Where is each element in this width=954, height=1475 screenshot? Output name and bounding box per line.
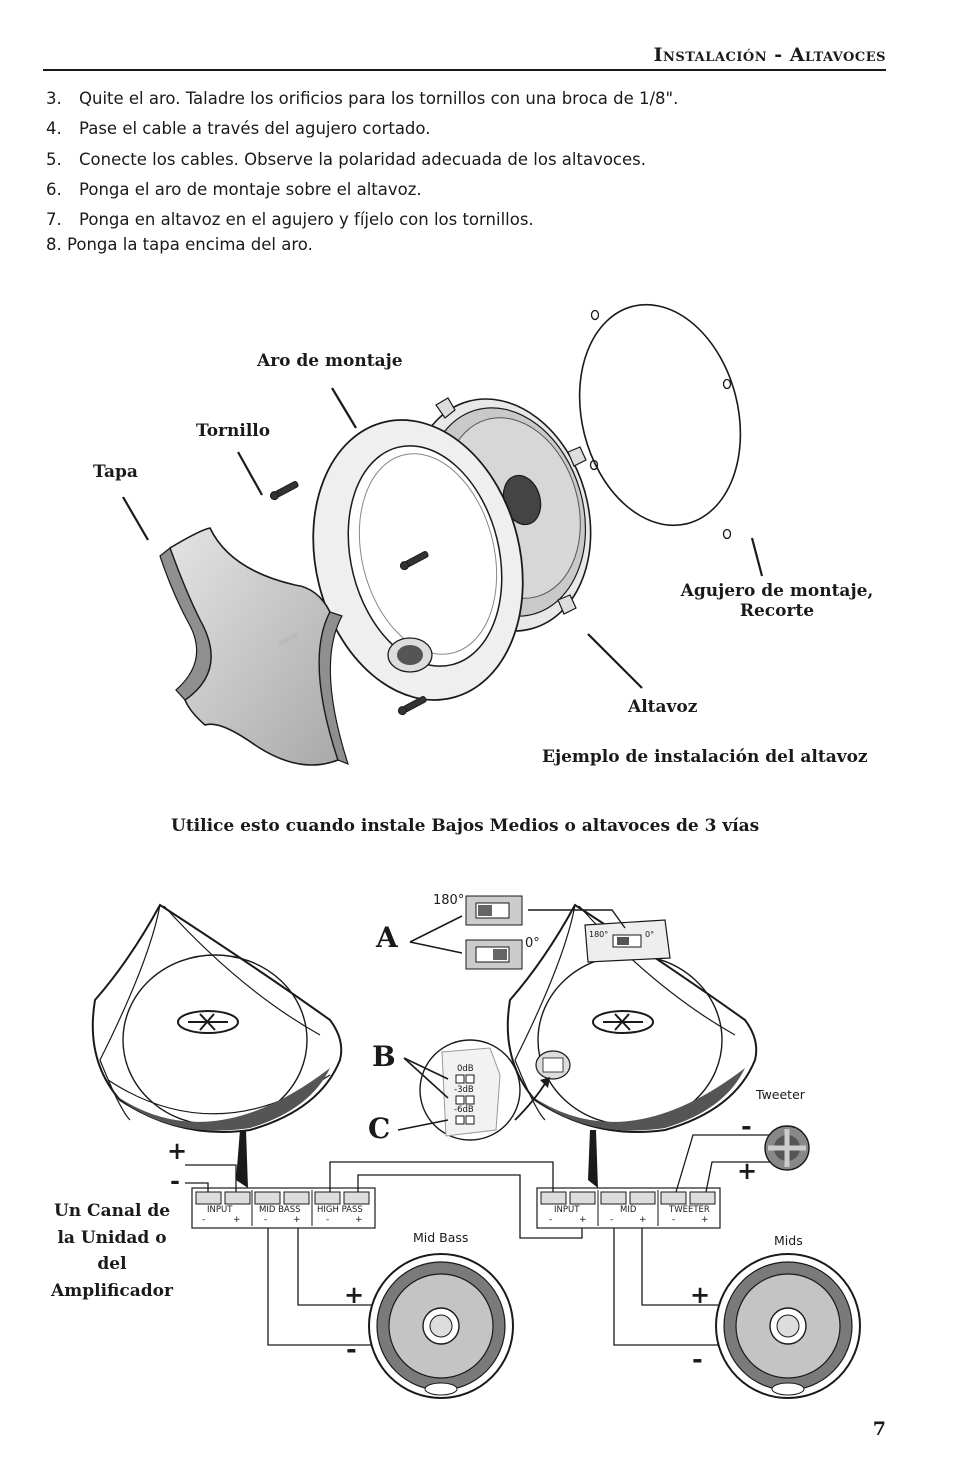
minus-sign: - (170, 1166, 180, 1195)
label-speaker: Altavoz (628, 697, 698, 717)
label-screw: Tornillo (196, 421, 271, 441)
screws (269, 480, 429, 716)
mounting-cutout (578, 303, 742, 540)
arrow-left (236, 1130, 248, 1188)
terminal-group-label: MID (620, 1205, 637, 1215)
plus-sign: + (344, 1280, 365, 1309)
crossover-left (91, 903, 343, 1133)
crossover-right (506, 903, 758, 1133)
terminal-minus: - (202, 1215, 206, 1225)
speaker-cover (159, 527, 349, 766)
leader-lines (122, 387, 764, 689)
step-item: 7.Ponga en altavoz en el agujero y fíjel… (46, 210, 534, 230)
terminal-group-label: MID BASS (259, 1205, 301, 1215)
plus-sign: + (690, 1280, 711, 1309)
terminal-group-label: TWEETER (669, 1205, 710, 1215)
page-number: 7 (872, 1418, 886, 1440)
terminal-plus: + (639, 1215, 647, 1225)
terminal-minus: - (610, 1215, 614, 1225)
terminal-plus: + (579, 1215, 587, 1225)
tweeter (764, 1125, 810, 1171)
terminal-minus: - (672, 1215, 676, 1225)
figure1-caption: Ejemplo de instalación del altavoz (542, 747, 868, 767)
terminal-plus: + (233, 1215, 241, 1225)
terminal-minus: - (264, 1215, 268, 1225)
minus-sign: - (741, 1112, 752, 1142)
tweeter-label: Tweeter (756, 1087, 805, 1102)
steps-list: 3.Quite el aro. Taladre los orificios pa… (46, 84, 678, 235)
step-item: 4.Pase el cable a través del agujero cor… (46, 119, 431, 139)
midbass-label: Mid Bass (413, 1230, 469, 1245)
mini-180-label: 180° (589, 930, 609, 939)
mids-label: Mids (774, 1233, 803, 1248)
terminal-group-label: INPUT (554, 1205, 580, 1215)
header-rule (43, 69, 886, 71)
minus-sign: - (346, 1335, 357, 1365)
step-item: 6.Ponga el aro de montaje sobre el altav… (46, 179, 422, 199)
page-header-title: Instalación - Altavoces (653, 44, 886, 66)
step-item-8: 8. Ponga la tapa encima del aro. (46, 235, 313, 254)
mid-bass-woofer (368, 1253, 514, 1399)
mids-speaker (715, 1253, 861, 1399)
atten-6db: -6dB (454, 1105, 474, 1115)
atten-3db: -3dB (454, 1085, 474, 1095)
phase-switch-callout (409, 895, 626, 970)
arrow-right (588, 1130, 598, 1188)
source-label: Un Canal de la Unidad o del Amplificador (51, 1201, 173, 1301)
label-mounting-ring: Aro de montaje (257, 351, 403, 371)
step-item: 3.Quite el aro. Taladre los orificios pa… (46, 89, 679, 108)
letter-b: B (372, 1040, 396, 1073)
terminal-strip-right (536, 1187, 721, 1229)
mini-0-label: 0° (645, 930, 655, 939)
terminal-strip-left (191, 1187, 376, 1229)
terminal-minus: - (549, 1215, 553, 1225)
letter-a: A (376, 921, 398, 954)
terminal-minus: - (326, 1215, 330, 1225)
plus-sign: + (737, 1156, 758, 1185)
terminal-plus: + (701, 1215, 709, 1225)
phase-180-label: 180° (433, 893, 465, 908)
phase-0-label: 0° (525, 936, 540, 951)
atten-0db: 0dB (457, 1064, 474, 1074)
section-title: Utilice esto cuando instale Bajos Medios… (171, 816, 760, 836)
terminal-plus: + (293, 1215, 301, 1225)
letter-c: C (368, 1112, 391, 1145)
terminal-group-label: HIGH PASS (317, 1205, 363, 1215)
attenuation-callout (397, 1039, 550, 1141)
plus-sign: + (167, 1136, 188, 1165)
step-item: 5.Conecte los cables. Observe la polarid… (46, 149, 646, 169)
terminal-plus: + (355, 1215, 363, 1225)
wiring (185, 1134, 770, 1346)
terminal-group-label: INPUT (207, 1205, 233, 1215)
minus-sign: - (692, 1345, 703, 1375)
label-cutout: Agujero de montaje, Recorte (680, 581, 874, 621)
label-cover: Tapa (93, 462, 138, 482)
